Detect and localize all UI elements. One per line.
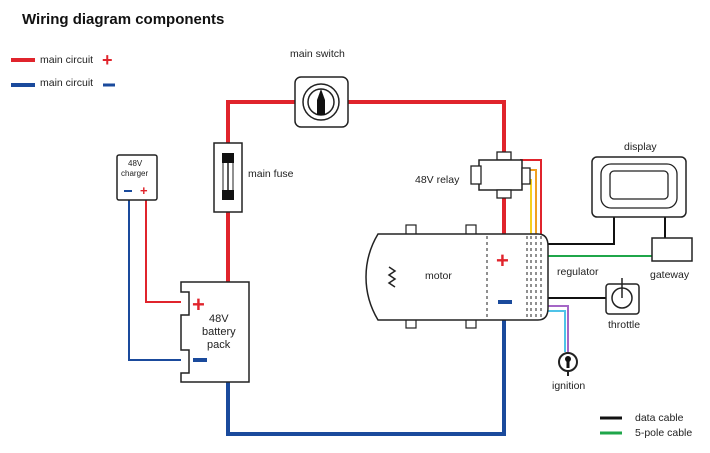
battery-label-line3: pack [207, 339, 231, 351]
legend-data-cable: data cable [600, 412, 684, 424]
legend-five-pole-cable-label: 5-pole cable [635, 427, 692, 439]
main-switch-label: main switch [290, 48, 345, 60]
charger-negative-wire [128, 200, 181, 361]
legend-five-pole-cable: 5-pole cable [600, 427, 692, 439]
charger-label-line2: charger [121, 169, 148, 178]
charger-label-line1: 48V [128, 159, 143, 168]
legend-main-negative: main circuit [11, 77, 115, 89]
motor: + [365, 224, 549, 329]
main-fuse [213, 142, 243, 213]
charger-positive-wire [145, 200, 181, 303]
gateway [651, 237, 693, 262]
charger-plus-sign: + [140, 183, 148, 198]
main-switch[interactable] [294, 76, 349, 128]
data-cables [548, 217, 666, 299]
legend-main-negative-label: main circuit [40, 77, 93, 89]
battery-plus-sign: + [192, 292, 205, 317]
battery-label-line1: 48V [209, 313, 229, 325]
gateway-label: gateway [650, 269, 690, 281]
motor-label: motor [425, 270, 452, 282]
relay [470, 151, 531, 199]
ignition-label: ignition [552, 380, 585, 392]
motor-plus-sign: + [496, 248, 509, 273]
legend-plus-sign: + [102, 50, 113, 70]
throttle[interactable] [605, 278, 640, 315]
main-fuse-label: main fuse [248, 168, 294, 180]
battery-minus-sign [193, 358, 207, 362]
battery-pack: + 48V battery pack [180, 281, 250, 383]
battery-label-line2: battery [202, 326, 236, 338]
display [591, 156, 687, 218]
legend-data-cable-label: data cable [635, 412, 684, 424]
charger: 48V charger + [116, 154, 158, 201]
ignition[interactable] [558, 352, 578, 376]
page-title: Wiring diagram components [22, 11, 224, 28]
throttle-label: throttle [608, 319, 640, 331]
regulator-label: regulator [557, 266, 599, 278]
display-label: display [624, 141, 657, 153]
ignition-wires [548, 305, 569, 352]
main-circuit-negative-wires [226, 320, 506, 436]
motor-winding-icon [387, 266, 397, 288]
legend-main-positive-label: main circuit [40, 54, 93, 66]
switch-knob-icon [317, 89, 325, 115]
relay-label: 48V relay [415, 174, 460, 186]
legend-main-positive: main circuit + [11, 50, 113, 70]
motor-minus-sign [498, 300, 512, 304]
